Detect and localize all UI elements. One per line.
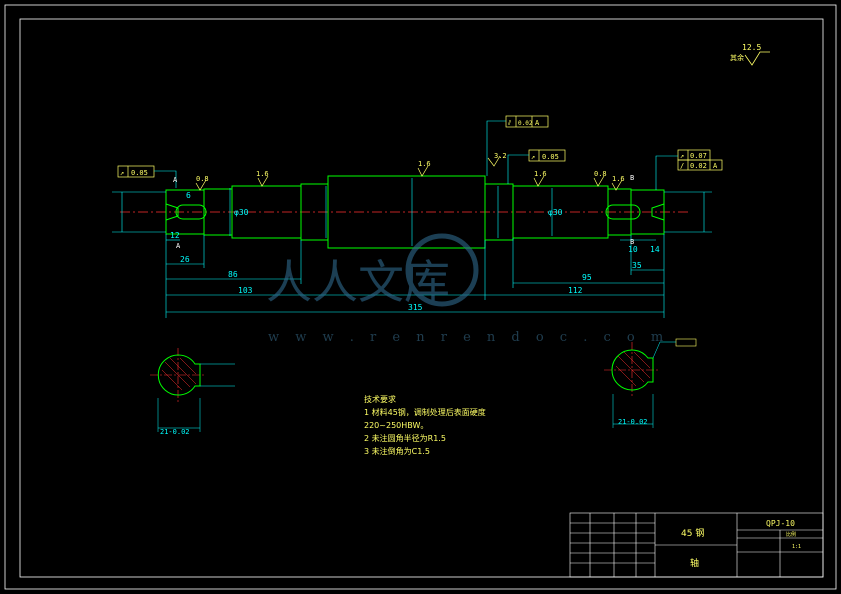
svg-text:0.07: 0.07 — [690, 152, 707, 160]
tech-requirements-title: 技术要求 — [364, 395, 396, 404]
svg-text:↗: ↗ — [680, 152, 684, 160]
roughness-general: 12.5 其余 — [730, 43, 770, 66]
section-label-b: B — [630, 238, 634, 246]
outer-frame — [4, 4, 837, 590]
section-label-a: A — [173, 176, 178, 184]
roughness-mark: 3.2 — [494, 152, 507, 160]
svg-text:0.05: 0.05 — [542, 153, 559, 161]
svg-text:A: A — [535, 119, 540, 127]
scale-label: 比例 — [786, 531, 796, 538]
material: 45 钢 — [681, 527, 704, 539]
dim-6: 6 — [186, 191, 191, 200]
roughness-value: 12.5 — [742, 43, 761, 52]
svg-text:0.05: 0.05 — [131, 169, 148, 177]
roughness-mark: 0.8 — [594, 170, 607, 178]
svg-text:⫽: ⫽ — [507, 119, 512, 127]
roughness-mark: 0.8 — [196, 175, 209, 183]
shaft-outline — [165, 175, 665, 249]
tech-requirement-item: 3 未注倒角为C1.5 — [364, 447, 430, 456]
dim-112: 112 — [568, 286, 583, 295]
dim-d30-left: φ30 — [234, 208, 249, 217]
dim-103: 103 — [238, 286, 253, 295]
section-view-right: 21-0.02 — [604, 338, 697, 428]
tech-requirement-item: 220~250HBW。 — [364, 421, 429, 430]
tolerance-frame: ↗ 0.07 / 0.02 A — [655, 149, 723, 190]
section-right-dim: 21-0.02 — [618, 418, 648, 426]
svg-text:↗: ↗ — [120, 169, 124, 177]
svg-text:人人文库: 人人文库 — [266, 255, 450, 309]
inner-frame — [19, 18, 824, 578]
part-name: 轴 — [690, 557, 699, 569]
title-block — [569, 512, 824, 578]
svg-text:0.02: 0.02 — [518, 120, 533, 127]
dim-35: 35 — [632, 261, 642, 270]
dim-10: 10 — [628, 245, 638, 254]
tech-requirement-item: 2 未注圆角半径为R1.5 — [364, 434, 446, 443]
tolerance-frame: ⫽ 0.02 A — [486, 115, 549, 176]
dim-26: 26 — [180, 255, 190, 264]
section-view-left: 21-0.02 — [150, 348, 235, 436]
roughness-mark: 1.6 — [256, 170, 269, 178]
svg-text:0.02: 0.02 — [690, 162, 707, 170]
section-left-dim: 21-0.02 — [160, 428, 190, 436]
tech-requirements: 技术要求 1 材料45钢，调制处理后表面硬度 220~250HBW。 2 未注圆… — [364, 393, 486, 458]
tolerance-frame: ↗ 0.05 — [507, 149, 566, 184]
dim-86: 86 — [228, 270, 238, 279]
roughness-mark: 1.6 — [534, 170, 547, 178]
scale-value: 1:1 — [792, 544, 801, 550]
section-label-a: A — [176, 242, 181, 250]
roughness-mark: 1.6 — [612, 175, 625, 183]
dimension-lines — [112, 178, 712, 318]
dim-12: 12 — [170, 231, 180, 240]
drawing-number: QPJ-10 — [766, 519, 795, 528]
svg-text:/: / — [680, 162, 684, 170]
section-label-b: B — [630, 174, 634, 182]
dim-95: 95 — [582, 273, 592, 282]
tech-requirement-item: 1 材料45钢，调制处理后表面硬度 — [364, 408, 486, 417]
tolerance-frame: ↗ 0.05 — [117, 165, 177, 188]
watermark-url: w w w . r e n r e n d o c . c o m — [268, 330, 670, 345]
watermark: 人人文库 — [266, 233, 479, 309]
dim-315: 315 — [408, 303, 423, 312]
dim-d30-right: φ30 — [548, 208, 563, 217]
svg-text:A: A — [713, 162, 718, 170]
roughness-mark: 1.6 — [418, 160, 431, 168]
svg-text:↗: ↗ — [531, 153, 535, 161]
roughness-label: 其余 — [730, 53, 744, 62]
dim-14: 14 — [650, 245, 660, 254]
